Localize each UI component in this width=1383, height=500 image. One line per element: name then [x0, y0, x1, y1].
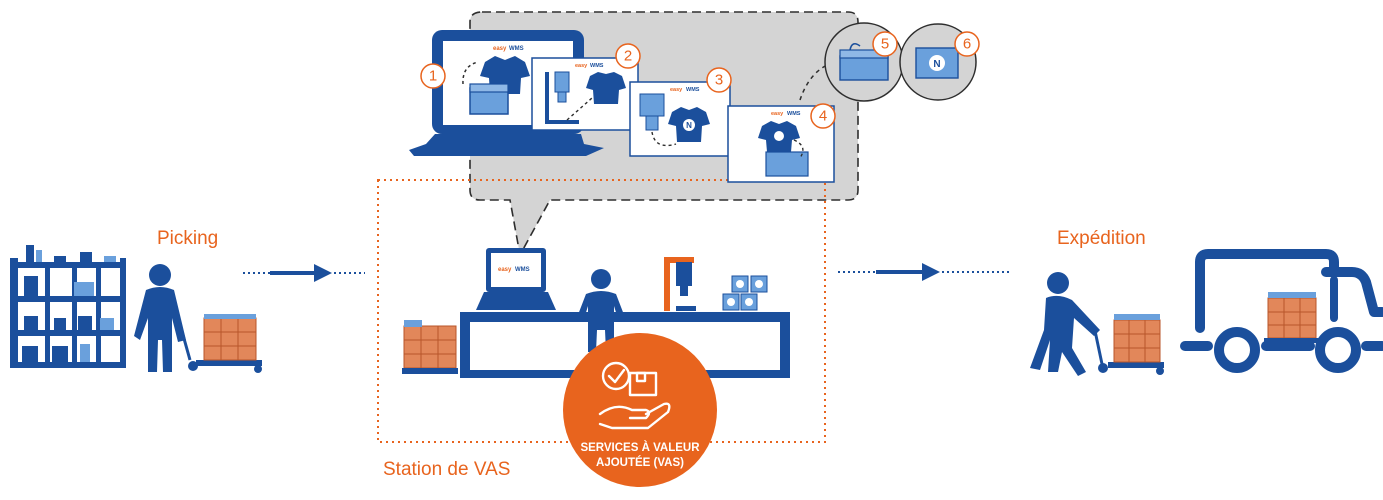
svg-text:N: N — [686, 121, 692, 130]
arrow-icon — [243, 264, 365, 282]
shelving-icon — [10, 245, 126, 368]
station-label: Station de VAS — [383, 459, 511, 480]
step-number-4: 4 — [810, 103, 836, 129]
step-number-1: 1 — [420, 63, 446, 89]
screen-step-2: easy WMS — [531, 57, 639, 131]
svg-text:WMS: WMS — [515, 267, 530, 273]
label-printer-icon — [664, 257, 696, 311]
worker-icon — [1030, 272, 1100, 376]
vas-badge-line-1: SERVICES À VALEUR — [580, 442, 700, 454]
svg-text:2: 2 — [624, 48, 632, 65]
pallet-jack-icon — [1092, 314, 1164, 375]
step-number-3: 3 — [706, 67, 732, 93]
vas-badge-text: SERVICES À VALEUR AJOUTÉE (VAS) — [550, 441, 730, 471]
svg-text:WMS: WMS — [509, 46, 524, 52]
step-number-5: 5 — [872, 31, 898, 57]
box-icon — [469, 83, 509, 115]
pallet-jack-icon — [174, 309, 262, 373]
svg-text:3: 3 — [715, 72, 723, 89]
labeled-boxes — [722, 275, 768, 311]
step-number-2: 2 — [615, 43, 641, 69]
truck-icon — [1180, 249, 1383, 373]
vas-badge-line-2: AJOUTÉE (VAS) — [596, 457, 684, 469]
vas-station-frame — [377, 179, 826, 443]
svg-text:WMS: WMS — [787, 111, 801, 117]
svg-text:4: 4 — [819, 108, 827, 125]
svg-text:easy: easy — [493, 46, 507, 52]
svg-text:easy: easy — [670, 87, 683, 93]
worker-icon — [576, 269, 626, 352]
svg-text:1: 1 — [429, 68, 437, 85]
step-number-6: 6 — [954, 31, 980, 57]
arrow-icon — [462, 61, 479, 85]
svg-text:N: N — [933, 59, 940, 70]
picking-label: Picking — [157, 228, 219, 249]
checkmark-box-hand-icon — [598, 361, 671, 430]
svg-text:WMS: WMS — [590, 63, 604, 69]
arrow-icon — [838, 263, 1010, 281]
svg-text:5: 5 — [881, 36, 889, 53]
svg-text:easy: easy — [575, 63, 588, 69]
screen-step-3: easy WMS N — [629, 81, 731, 157]
svg-text:easy: easy — [498, 267, 512, 273]
pallet-boxes — [402, 320, 458, 374]
svg-text:easy: easy — [771, 111, 784, 117]
truck-cargo-boxes — [1264, 292, 1320, 343]
expedition-label: Expédition — [1057, 228, 1146, 249]
svg-text:WMS: WMS — [686, 87, 700, 93]
laptop-icon: easy WMS — [476, 248, 556, 310]
worker-icon — [134, 264, 186, 372]
svg-text:6: 6 — [963, 36, 971, 53]
screen-step-4: easy WMS — [727, 105, 835, 183]
